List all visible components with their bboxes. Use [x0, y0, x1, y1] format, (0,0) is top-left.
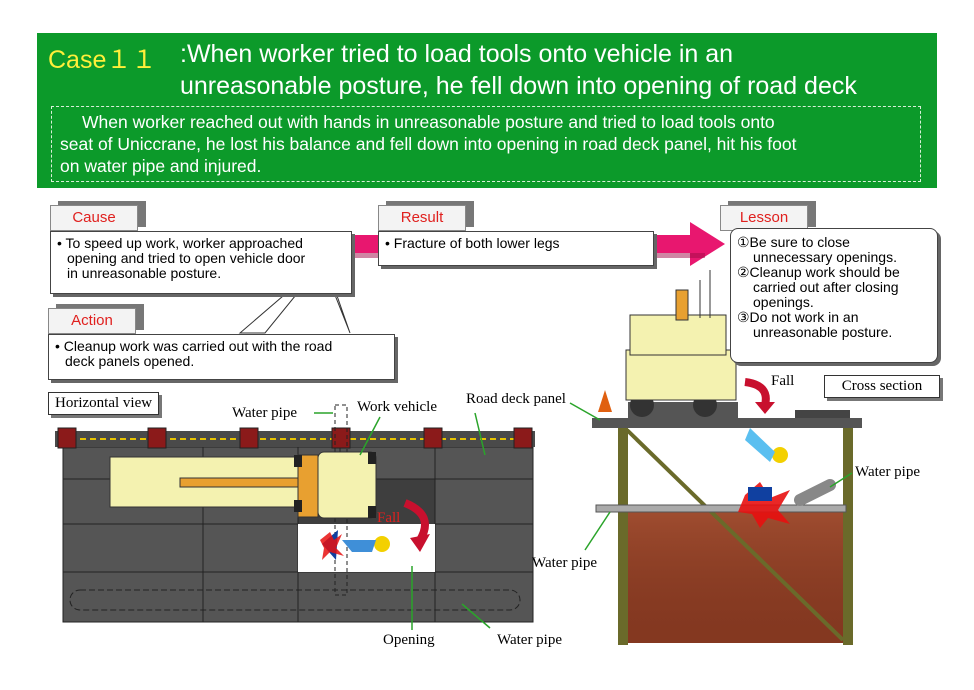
- action-box: • Cleanup work was carried out with the …: [48, 334, 395, 380]
- cause-line: • To speed up work, worker approached: [57, 235, 303, 251]
- lesson-line: ②Cleanup work should be: [737, 264, 900, 280]
- lesson-tag: Lesson: [720, 205, 808, 231]
- lesson-line: ①Be sure to close: [737, 234, 850, 250]
- description-box: When worker reached out with hands in un…: [51, 106, 921, 182]
- action-tag: Action: [48, 308, 136, 334]
- fall-label-horizontal: Fall: [377, 510, 401, 526]
- header-banner: [37, 33, 937, 188]
- lesson-line: ③Do not work in an: [737, 309, 859, 325]
- lesson-line: carried out after closing: [753, 279, 899, 295]
- title-line-1: :When worker tried to load tools onto ve…: [180, 40, 734, 68]
- water-pipe-label-bottom: Water pipe: [497, 632, 563, 648]
- action-line: • Cleanup work was carried out with the …: [55, 338, 333, 354]
- water-pipe-label-right: Water pipe: [855, 464, 921, 480]
- cause-tag: Cause: [50, 205, 138, 231]
- cause-action-connector: [238, 289, 302, 334]
- cross-section-title: Cross section: [824, 375, 940, 398]
- result-box: • Fracture of both lower legs: [378, 231, 654, 266]
- case-label: Case１１: [48, 46, 157, 74]
- title-line-2: unreasonable posture, he fell down into …: [180, 72, 857, 100]
- cross-section-drawing: [569, 270, 862, 645]
- cause-line: opening and tried to open vehicle door: [67, 250, 306, 266]
- horizontal-view-panels: [55, 404, 535, 630]
- lesson-box: ①Be sure to close unnecessary openings. …: [730, 228, 938, 363]
- road-deck-panel-label: Road deck panel: [466, 391, 566, 407]
- description-line: on water pipe and injured.: [60, 156, 262, 176]
- cause-line: in unreasonable posture.: [67, 265, 222, 281]
- description-line: seat of Uniccrane, he lost his balance a…: [60, 134, 797, 154]
- result-line: • Fracture of both lower legs: [385, 235, 560, 251]
- water-pipe-label-left: Water pipe: [532, 555, 598, 571]
- result-tag: Result: [378, 205, 466, 231]
- fall-label-cross: Fall: [771, 373, 795, 389]
- work-vehicle-label: Work vehicle: [357, 399, 438, 415]
- opening-label: Opening: [383, 632, 435, 648]
- cause-box: • To speed up work, worker approached op…: [50, 231, 352, 294]
- water-pipe-label-top: Water pipe: [232, 405, 298, 421]
- lesson-line: unnecessary openings.: [753, 249, 897, 265]
- lesson-line: unreasonable posture.: [753, 324, 893, 340]
- horizontal-view-title: Horizontal view: [48, 392, 160, 415]
- lesson-line: openings.: [753, 294, 814, 310]
- cause-action-connector-2: [334, 289, 351, 334]
- action-line: deck panels opened.: [65, 353, 195, 369]
- description-line: When worker reached out with hands in un…: [82, 112, 775, 132]
